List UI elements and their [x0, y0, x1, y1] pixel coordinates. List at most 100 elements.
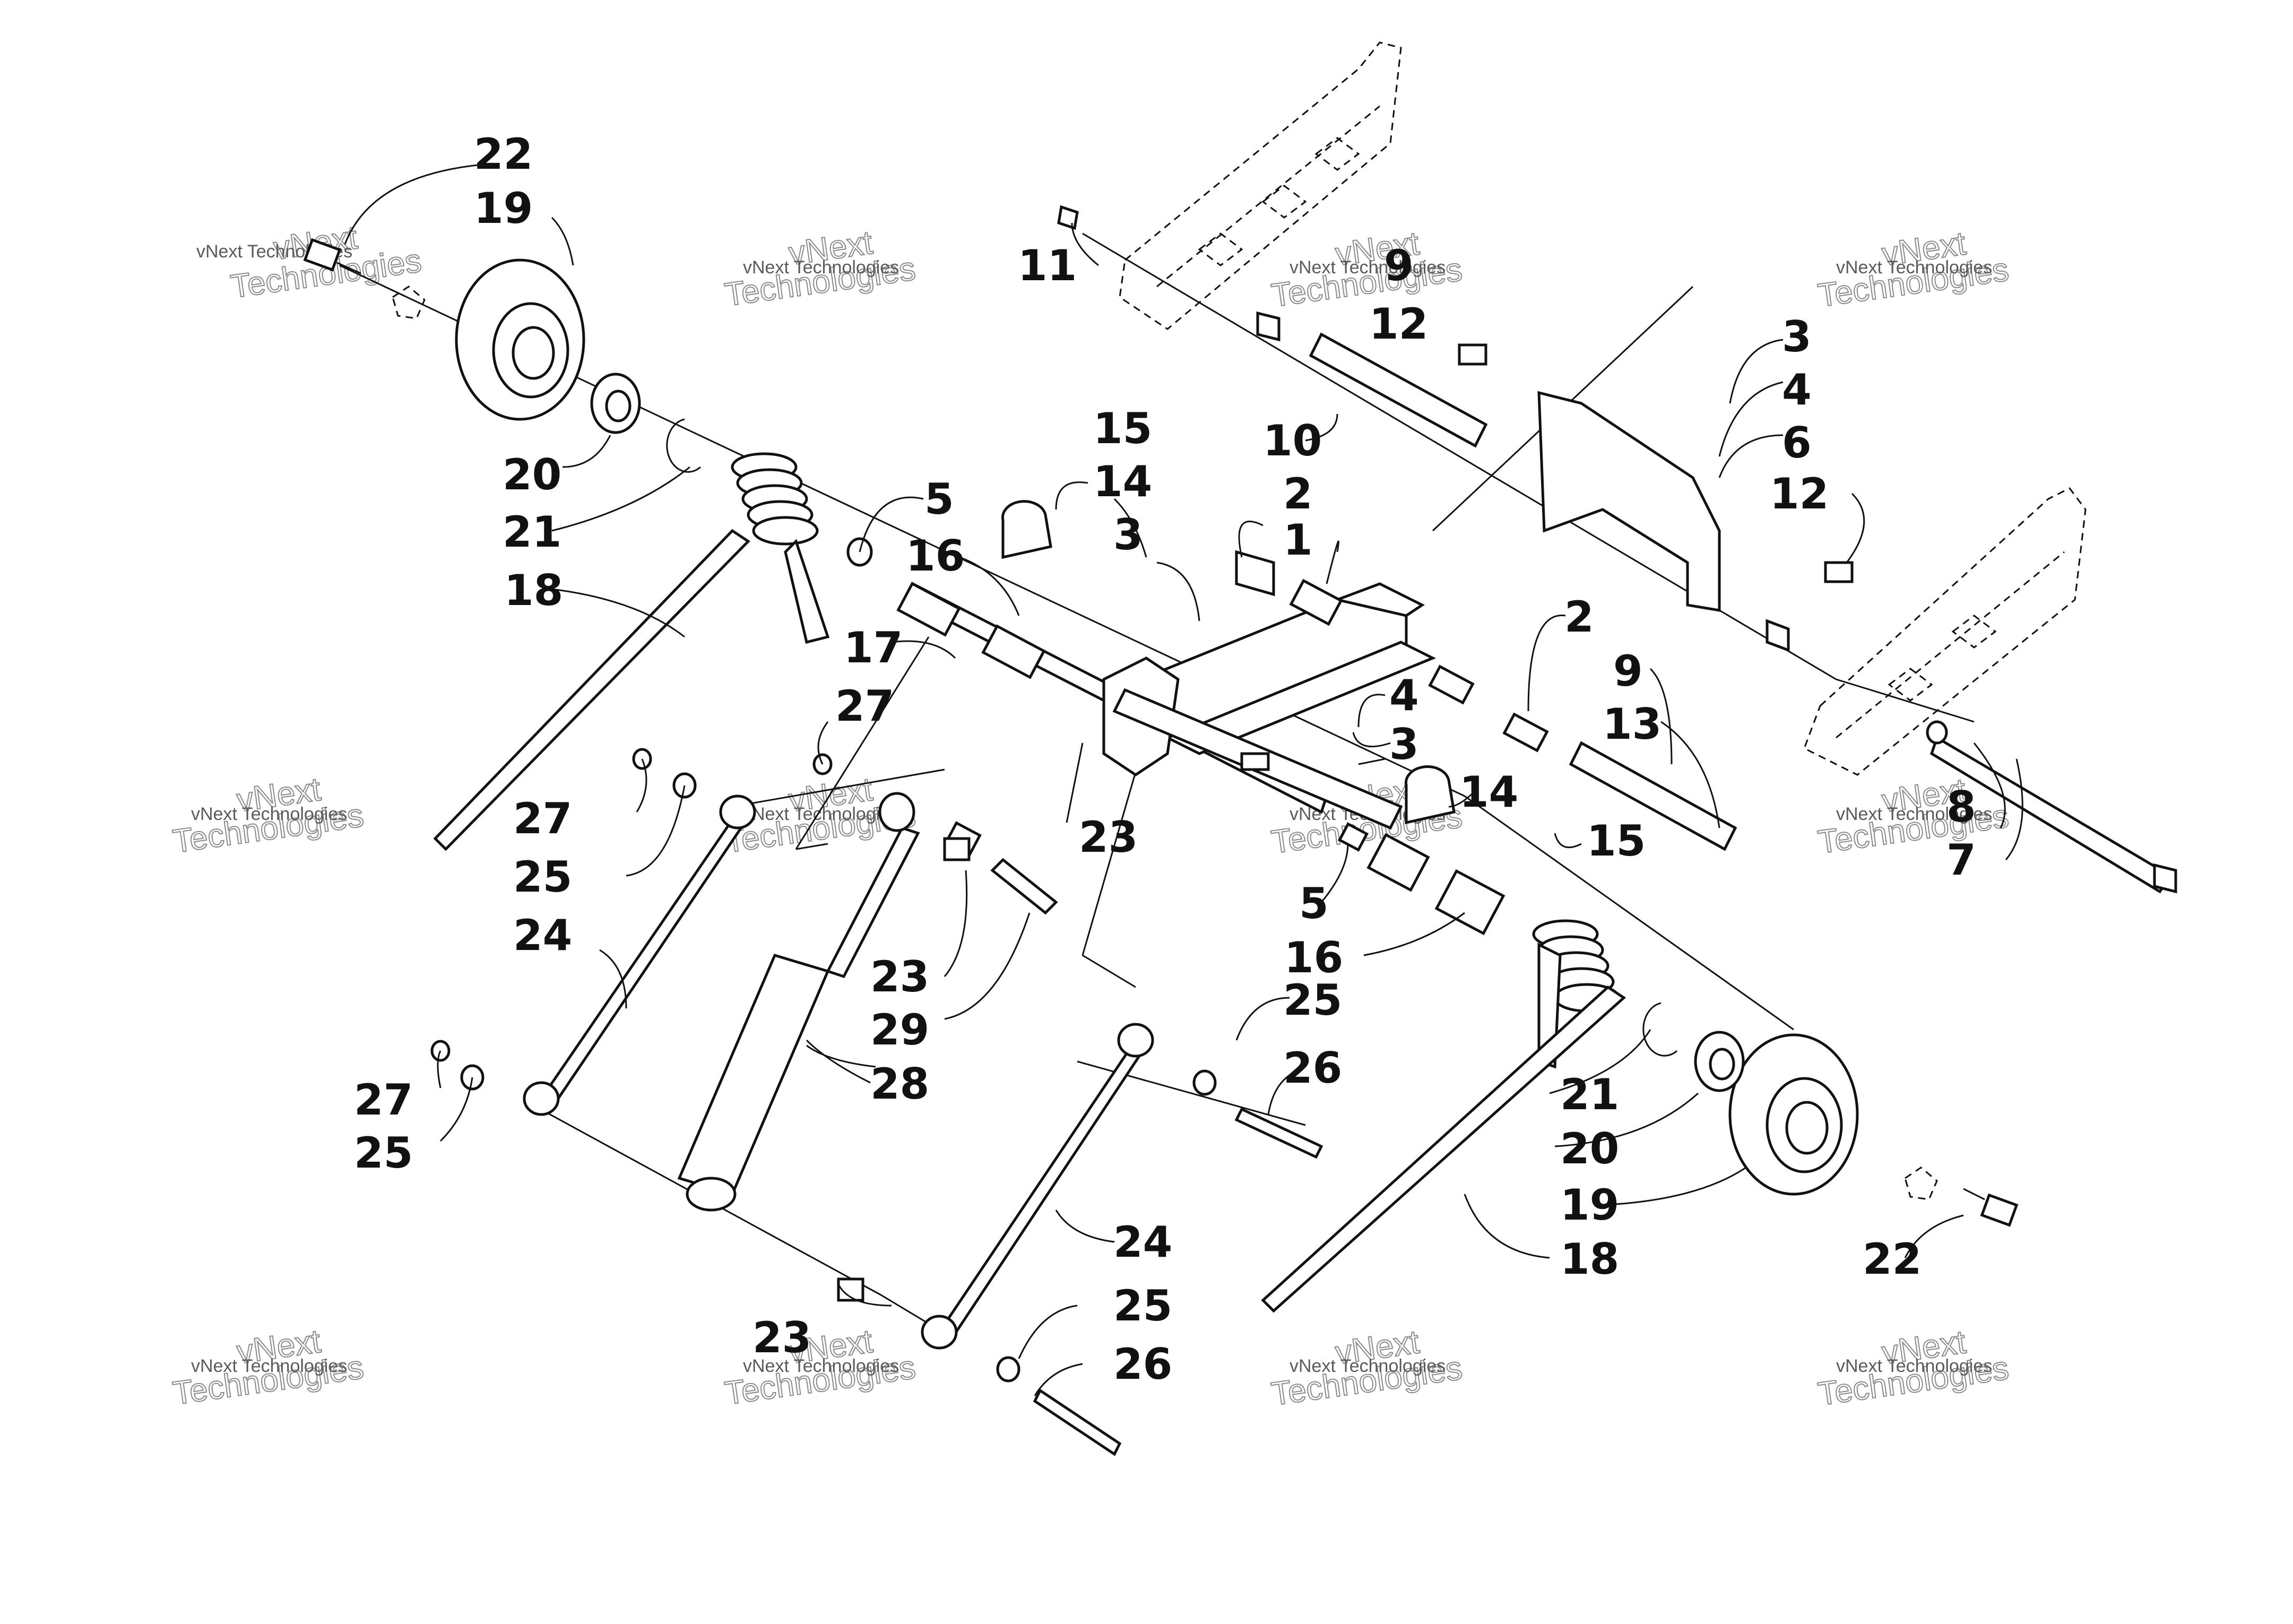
bolt-left: [303, 238, 361, 274]
callout-23: 23: [752, 1313, 811, 1362]
callout-22: 22: [1863, 1234, 1922, 1284]
callout-7: 7: [1946, 835, 1976, 885]
callout-23: 23: [1079, 813, 1138, 862]
rail-lower: [1803, 487, 2087, 776]
callout-25: 25: [354, 1128, 413, 1178]
callout-24: 24: [513, 911, 572, 960]
callout-18: 18: [504, 566, 563, 615]
callout-3: 3: [1389, 720, 1419, 769]
svg-text:vNext Technologies: vNext Technologies: [1290, 1356, 1446, 1376]
svg-text:vNext Technologies: vNext Technologies: [1836, 1356, 1992, 1376]
callout-27: 27: [513, 794, 572, 843]
callout-4: 4: [1782, 365, 1812, 414]
svg-text:vNext Technologies: vNext Technologies: [1290, 257, 1446, 278]
spring-arm-left: [433, 529, 750, 851]
pivot-bushings: [1235, 550, 1549, 753]
callout-14: 14: [1459, 767, 1518, 817]
callout-24: 24: [1113, 1217, 1172, 1267]
callout-27: 27: [835, 681, 894, 731]
callout-8: 8: [1946, 782, 1976, 832]
torsion-spring-left: [731, 452, 830, 644]
callout-4: 4: [1389, 671, 1419, 720]
callout-13: 13: [1603, 699, 1662, 749]
wheel-cap-right: [1904, 1167, 1938, 1200]
pivot-arm: [1102, 582, 1437, 830]
callout-18: 18: [1560, 1234, 1619, 1284]
callout-2: 2: [1564, 592, 1594, 642]
svg-text:vNext Technologies: vNext Technologies: [191, 804, 347, 824]
callout-16: 16: [906, 531, 965, 581]
callout-20: 20: [503, 450, 561, 499]
rail-upper: [1119, 41, 1402, 330]
callout-20: 20: [1560, 1124, 1619, 1173]
callout-21: 21: [1560, 1070, 1619, 1119]
callout-3: 3: [1113, 510, 1143, 559]
bearing-right: [1694, 1031, 1745, 1092]
callout-9: 9: [1384, 241, 1414, 290]
callout-17: 17: [844, 623, 903, 672]
callout-11: 11: [1018, 241, 1077, 290]
axle-10: [1309, 332, 1488, 448]
callout-5: 5: [924, 474, 954, 524]
svg-text:vNext Technologies: vNext Technologies: [1836, 804, 1992, 824]
svg-text:vNext Technologies: vNext Technologies: [191, 1356, 347, 1376]
bolts-links: [990, 858, 1323, 1456]
link-bushings: [430, 748, 1217, 1383]
callout-1: 1: [1283, 515, 1313, 565]
axle-13: [1569, 741, 1737, 851]
snap-ring-right: [1642, 1002, 1677, 1057]
callout-10: 10: [1263, 416, 1322, 465]
torsion-spring-right: [1532, 919, 1620, 1069]
assembly-lines: [339, 232, 1975, 1328]
idler-wheel-left: [455, 258, 585, 421]
callout-26: 26: [1113, 1340, 1172, 1389]
callout-15: 15: [1587, 816, 1646, 866]
callout-27: 27: [354, 1075, 413, 1125]
idler-wheel-right: [1728, 1033, 1859, 1196]
spring-arm-right: [1261, 985, 1626, 1313]
callout-19: 19: [1560, 1180, 1619, 1230]
callout-9: 9: [1613, 646, 1643, 696]
svg-text:vNext Technologies: vNext Technologies: [743, 804, 899, 824]
callout-25: 25: [513, 852, 572, 902]
callout-3: 3: [1782, 312, 1812, 361]
callout-16: 16: [1284, 933, 1343, 982]
callout-19: 19: [474, 184, 533, 233]
link-rod-left: [539, 810, 750, 1106]
callout-25: 25: [1113, 1281, 1172, 1331]
leader-lines: [344, 163, 2023, 1396]
svg-text:vNext Technologies: vNext Technologies: [743, 257, 899, 278]
callout-12: 12: [1770, 469, 1829, 519]
stop-block-right: [1404, 765, 1456, 825]
stop-block-left: [1001, 500, 1052, 559]
callout-2: 2: [1283, 469, 1313, 519]
svg-text:vNext Technologies: vNext Technologies: [1836, 257, 1992, 278]
svg-text:vNext Technologies: vNext Technologies: [743, 1356, 899, 1376]
callout-28: 28: [870, 1059, 929, 1109]
callout-5: 5: [1299, 879, 1329, 928]
bolts-right-side: [1057, 205, 2177, 894]
shaft-16-right: [1337, 822, 1505, 936]
callout-14: 14: [1093, 457, 1152, 506]
wheel-cap-left: [392, 286, 426, 319]
callout-labels: 22 19 20 21 18 5 16 17 15 14 3 27 27 25 …: [354, 129, 1976, 1389]
snap-ring-left: [666, 418, 701, 473]
callout-22: 22: [474, 129, 533, 179]
bolt-right: [1963, 1188, 2019, 1227]
callout-29: 29: [870, 1005, 929, 1055]
callout-26: 26: [1283, 1043, 1342, 1093]
callout-12: 12: [1369, 299, 1428, 349]
callout-15: 15: [1093, 404, 1152, 453]
callout-21: 21: [503, 507, 561, 557]
bearing-left: [590, 373, 641, 434]
callout-23: 23: [870, 952, 929, 1001]
